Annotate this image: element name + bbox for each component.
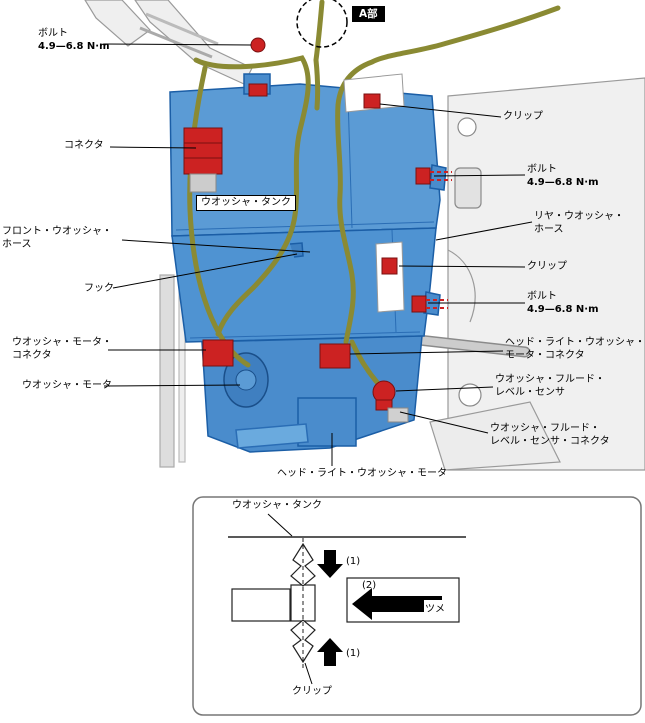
callout-bolt-right-upper-label: ボルト bbox=[527, 164, 557, 175]
hose-top-center bbox=[313, 0, 325, 111]
clip-top-part bbox=[363, 93, 381, 109]
callout-rear-washer-hose-line2: ホース bbox=[534, 223, 564, 235]
callout-washer-fluid-level-sensor-line1: ウオッシャ・フルード・ bbox=[495, 374, 605, 385]
callout-bolt-right-upper-torque: 4.9—6.8 N·m bbox=[527, 176, 599, 188]
callout-rear-washer-hose: リヤ・ウオッシャ・ ホース bbox=[534, 211, 624, 236]
car-body-structure bbox=[84, 0, 645, 471]
callout-bolt-right-lower: ボルト 4.9—6.8 N·m bbox=[527, 291, 599, 316]
section-a-tag: A部 bbox=[352, 6, 385, 22]
callout-washer-fluid-level-sensor-connector-line1: ウオッシャ・フルード・ bbox=[490, 423, 600, 434]
callout-clip-top: クリップ bbox=[503, 111, 543, 122]
inset-washer-tank-label: ウオッシャ・タンク bbox=[232, 500, 322, 511]
callout-headlight-washer-motor-connector-line1: ヘッド・ライト・ウオッシャ・ bbox=[505, 337, 645, 348]
callout-washer-fluid-level-sensor: ウオッシャ・フルード・ レベル・センサ bbox=[495, 374, 605, 399]
inset-marker-1-bottom: (1) bbox=[346, 648, 361, 659]
callout-front-washer-hose: フロント・ウオッシャ・ ホース bbox=[2, 226, 112, 251]
callout-washer-motor-connector-line1: ウオッシャ・モータ・ bbox=[12, 337, 112, 348]
washer-fluid-level-sensor-part bbox=[372, 380, 409, 423]
callout-rear-washer-hose-line1: リヤ・ウオッシャ・ bbox=[534, 211, 624, 222]
bolt-right-upper-part bbox=[415, 167, 452, 185]
callout-headlight-washer-motor-connector: ヘッド・ライト・ウオッシャ・ モータ・コネクタ bbox=[505, 337, 645, 362]
arrow-left-icon bbox=[352, 588, 442, 620]
inset-box bbox=[192, 496, 642, 716]
callout-bolt-right-lower-torque: 4.9—6.8 N·m bbox=[527, 303, 599, 315]
callout-hook: フック bbox=[84, 283, 114, 294]
red-parts bbox=[183, 37, 452, 423]
callout-washer-motor: ウオッシャ・モータ bbox=[22, 380, 112, 391]
callout-front-washer-hose-line1: フロント・ウオッシャ・ bbox=[2, 226, 112, 237]
front-washer-hose-part bbox=[193, 55, 311, 337]
headlight-washer-motor-connector-part bbox=[319, 343, 351, 369]
callout-washer-fluid-level-sensor-connector: ウオッシャ・フルード・ レベル・センサ・コネクタ bbox=[490, 423, 610, 448]
headlight-washer-motor-part bbox=[235, 397, 357, 449]
arrow-up-icon bbox=[317, 638, 343, 666]
inset-marker-1-top: (1) bbox=[346, 556, 361, 567]
callout-bolt-top-label: ボルト bbox=[38, 28, 68, 39]
callout-washer-fluid-level-sensor-line2: レベル・センサ bbox=[495, 386, 565, 398]
leader-lines bbox=[103, 43, 533, 466]
callout-headlight-washer-motor: ヘッド・ライト・ウオッシャ・モータ bbox=[277, 468, 447, 479]
washer-tank-tag: ウオッシャ・タンク bbox=[196, 195, 296, 211]
arrow-down-icon bbox=[317, 550, 343, 578]
inset-tab-label: ツメ bbox=[424, 600, 446, 615]
callout-headlight-washer-motor-connector-line2: モータ・コネクタ bbox=[505, 349, 585, 361]
callout-clip-middle: クリップ bbox=[527, 261, 567, 272]
callout-bolt-top-torque: 4.9—6.8 N·m bbox=[38, 40, 110, 52]
callout-bolt-right-lower-label: ボルト bbox=[527, 291, 557, 302]
section-a-circle bbox=[296, 0, 348, 48]
callout-washer-motor-connector-line2: コネクタ bbox=[12, 349, 52, 361]
washer-motor-connector-part bbox=[202, 339, 234, 367]
rear-washer-hose-part bbox=[335, 5, 561, 345]
inset-clip-label: クリップ bbox=[292, 686, 332, 697]
callout-washer-fluid-level-sensor-connector-line2: レベル・センサ・コネクタ bbox=[490, 435, 610, 447]
callout-bolt-right-upper: ボルト 4.9—6.8 N·m bbox=[527, 164, 599, 189]
hook-part bbox=[289, 242, 304, 258]
clip-cross-section bbox=[290, 538, 316, 668]
bolt-top-part bbox=[250, 37, 266, 53]
callout-connector: コネクタ bbox=[64, 140, 104, 151]
clip-shaft bbox=[231, 588, 291, 622]
callout-front-washer-hose-line2: ホース bbox=[2, 238, 32, 250]
washer-motor-part bbox=[223, 352, 269, 408]
clip-middle-part bbox=[381, 257, 398, 275]
bolt-right-lower-part bbox=[411, 295, 448, 313]
connector-part bbox=[183, 127, 223, 193]
callout-washer-motor-connector: ウオッシャ・モータ・ コネクタ bbox=[12, 337, 112, 362]
inset-marker-2: (2) bbox=[362, 580, 377, 591]
callout-bolt-top: ボルト 4.9—6.8 N·m bbox=[38, 28, 110, 53]
